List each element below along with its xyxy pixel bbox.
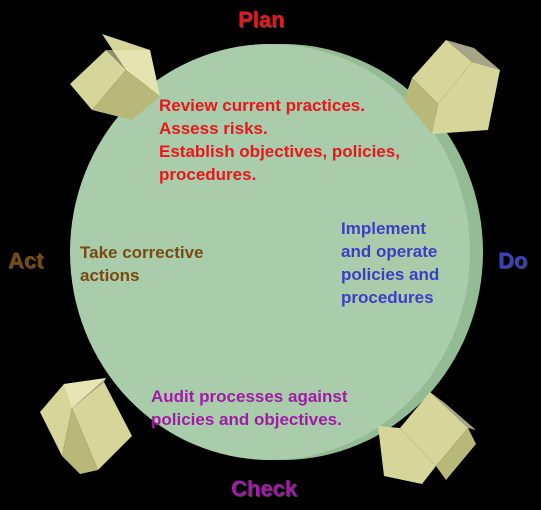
check-line: policies and objectives. bbox=[151, 410, 342, 429]
plan-line: Review current practices. bbox=[159, 96, 365, 115]
act-label: Act bbox=[8, 248, 44, 273]
check-label: Check bbox=[231, 476, 298, 501]
arrow-bottom-right bbox=[378, 392, 476, 484]
plan-line: Assess risks. bbox=[159, 119, 268, 138]
do-line: policies and bbox=[341, 265, 440, 284]
cycle-circle bbox=[70, 44, 470, 460]
do-line: procedures bbox=[341, 288, 434, 307]
plan-label: Plan bbox=[238, 7, 285, 32]
check-description: Audit processes against policies and obj… bbox=[151, 385, 348, 431]
do-line: and operate bbox=[341, 242, 438, 261]
arrow-bottom-left bbox=[40, 378, 132, 474]
check-line: Audit processes against bbox=[151, 387, 348, 406]
plan-line: Establish objectives, policies, bbox=[159, 142, 400, 161]
act-line: Take corrective bbox=[80, 243, 204, 262]
do-label: Do bbox=[498, 248, 528, 273]
arrow-top-left bbox=[70, 34, 160, 120]
arrow-top-right bbox=[404, 40, 500, 134]
act-description: Take corrective actions bbox=[80, 241, 203, 287]
plan-description: Review current practices. Assess risks. … bbox=[159, 94, 400, 186]
do-description: Implement and operate policies and proce… bbox=[341, 217, 439, 309]
act-line: actions bbox=[80, 266, 140, 285]
do-line: Implement bbox=[341, 219, 427, 238]
plan-line: procedures. bbox=[159, 165, 257, 184]
